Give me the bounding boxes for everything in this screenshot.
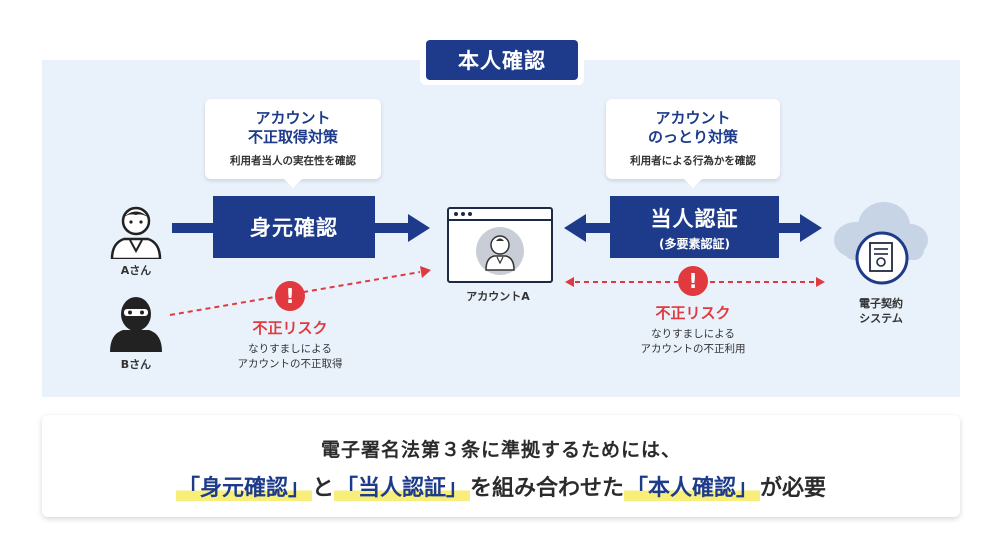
- summary-term-authentication: 「当人認証」: [333, 476, 470, 501]
- person-a-label: Aさん: [120, 264, 152, 277]
- risk-left-line2: アカウントの不正取得: [237, 358, 343, 370]
- callout-right-line2: のっとり対策: [647, 128, 738, 146]
- callout-left: アカウント 不正取得対策 利用者当人の実在性を確認: [205, 99, 381, 188]
- risk-line-left-head: [420, 266, 431, 278]
- identity-verification-label: 身元確認: [213, 196, 375, 258]
- risk-right-title: 不正リスク: [655, 304, 731, 322]
- risk-line-right-head-left: [565, 277, 574, 287]
- page-title: 本人確認: [426, 40, 578, 80]
- authentication-text: 当人認証: [650, 206, 739, 231]
- callout-right: アカウント のっとり対策 利用者による行為かを確認: [606, 99, 780, 188]
- risk-right: 不正リスク なりすましによる アカウントの不正利用: [623, 302, 763, 357]
- cloud-icon: [834, 202, 928, 285]
- system-label-line1: 電子契約: [859, 297, 903, 310]
- person-b-label: Bさん: [120, 358, 152, 371]
- summary-card: 電子署名法第３条に準拠するためには、 「身元確認」と「当人認証」を組み合わせた「…: [42, 415, 960, 517]
- callout-right-line1: アカウント: [655, 109, 731, 127]
- callout-right-sub: 利用者による行為かを確認: [630, 155, 756, 167]
- summary-line1: 電子署名法第３条に準拠するためには、: [320, 439, 681, 461]
- left-arrow-body: [213, 196, 375, 258]
- risk-left: 不正リスク なりすましによる アカウントの不正取得: [220, 317, 360, 372]
- right-arrow-body: [610, 196, 779, 258]
- person-a-icon: [110, 206, 162, 259]
- authentication-label: 当人認証 (多要素認証): [610, 196, 779, 258]
- callout-left-line2: 不正取得対策: [247, 128, 338, 146]
- callout-left-sub: 利用者当人の実在性を確認: [230, 155, 356, 167]
- summary-mid: を組み合わせた: [470, 476, 625, 501]
- risk-right-line2: アカウントの不正利用: [640, 343, 746, 355]
- account-label: アカウントA: [466, 290, 530, 303]
- left-arrow-head: [408, 214, 430, 242]
- risk-line-right-head-right: [816, 277, 825, 287]
- risk-right-line1: なりすましによる: [651, 328, 735, 340]
- warning-icon-left: !: [275, 281, 305, 311]
- left-arrow-shaft: [374, 223, 410, 233]
- summary-term-identity: 「身元確認」: [175, 476, 312, 501]
- system-label: 電子契約 システム: [836, 296, 926, 326]
- authentication-sub: (多要素認証): [659, 236, 730, 251]
- warning-icon-right: !: [678, 266, 708, 296]
- right-arrow-head-left: [564, 214, 586, 242]
- left-arrow-lead: [172, 223, 217, 233]
- right-arrow-head-right: [800, 214, 822, 242]
- summary-line2: 「身元確認」と「当人認証」を組み合わせた「本人確認」が必要: [42, 470, 960, 502]
- account-window-titlebar: [449, 209, 551, 221]
- risk-left-title: 不正リスク: [252, 319, 328, 337]
- person-b-icon: [110, 297, 162, 352]
- account-avatar-icon: [476, 227, 524, 275]
- right-arrow-shaft-left: [584, 223, 614, 233]
- identity-verification-text: 身元確認: [250, 216, 338, 240]
- summary-term-verification: 「本人確認」: [624, 476, 761, 501]
- risk-left-line1: なりすましによる: [248, 343, 332, 355]
- account-window: [447, 207, 553, 283]
- summary-and: と: [311, 476, 334, 501]
- system-label-line2: システム: [859, 312, 903, 325]
- callout-left-line1: アカウント: [255, 109, 331, 127]
- right-arrow-shaft-right: [778, 223, 802, 233]
- summary-end: が必要: [760, 476, 827, 501]
